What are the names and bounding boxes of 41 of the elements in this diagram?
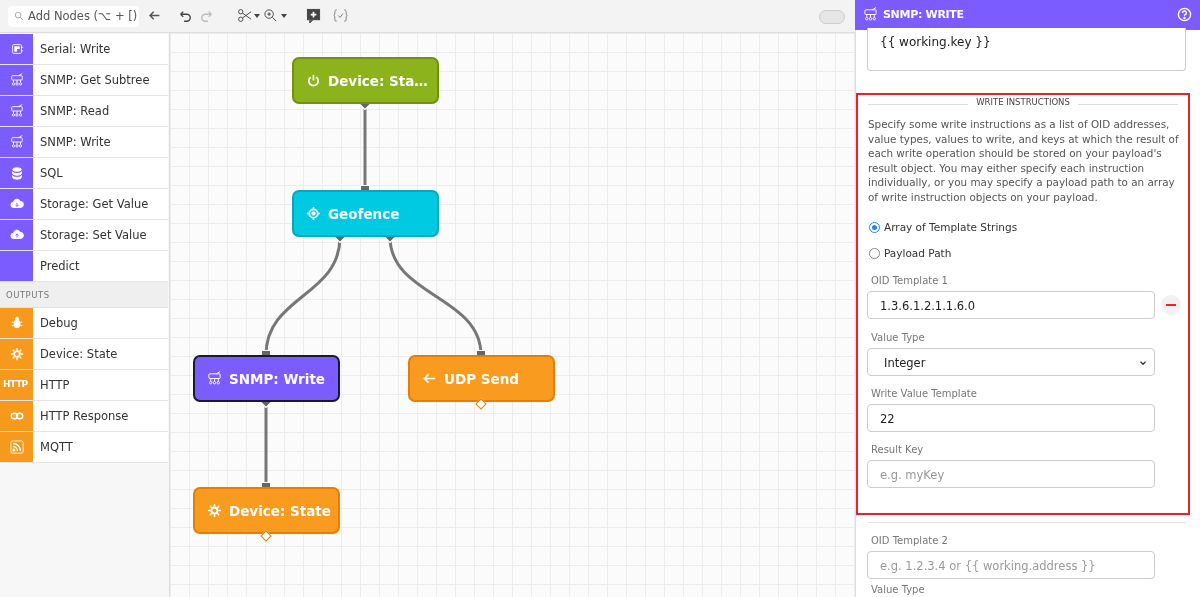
input-field: 1.3.6.1.2.1.1.6.0 bbox=[867, 291, 1155, 319]
item-label: Predict bbox=[40, 259, 80, 273]
field-label: Write Value Template bbox=[871, 388, 977, 399]
input-field: e.g. myKey bbox=[867, 460, 1155, 488]
description-text: Specify some write instructions as a list of OID addresses, value types, values to write, and keys at which the result of each write operation should be stored on your payload's result object. You may either specify each instruction individually, or you may specify a payload path to an array of write instruction objects on your payload. bbox=[868, 117, 1180, 205]
http-icon: HTTP bbox=[3, 379, 28, 389]
option-label: Array of Template Strings bbox=[884, 221, 1018, 233]
node-title: Device: State bbox=[229, 503, 331, 519]
field-label: OID Template 1 bbox=[871, 275, 948, 286]
field-label: OID Template 2 bbox=[871, 535, 948, 546]
process-node bbox=[292, 57, 439, 104]
item-label: Storage: Set Value bbox=[40, 228, 147, 242]
node-title: SNMP: Write bbox=[229, 371, 325, 387]
field-label: Result Key bbox=[871, 444, 924, 455]
field-label: Value Type bbox=[871, 332, 925, 343]
item-label: MQTT bbox=[40, 440, 73, 454]
field-label: Value Type bbox=[871, 584, 925, 595]
item-label: Storage: Get Value bbox=[40, 197, 149, 211]
option-label: Payload Path bbox=[884, 247, 952, 259]
item-label: Debug bbox=[40, 316, 78, 330]
item-label: HTTP bbox=[40, 378, 70, 392]
text-area: {{ working.key }} bbox=[867, 28, 1186, 71]
input-field: e.g. 1.2.3.4 or {{ working.address }} bbox=[867, 551, 1155, 579]
process-node bbox=[292, 190, 439, 237]
select-field: Integer bbox=[867, 348, 1155, 376]
item-label: SQL bbox=[40, 166, 63, 180]
item-label: HTTP Response bbox=[40, 409, 129, 423]
node-title: UDP Send bbox=[444, 371, 519, 387]
process-node bbox=[193, 355, 340, 402]
item-label: SNMP: Write bbox=[40, 135, 111, 149]
search-field: Add Nodes (⌥ + [) bbox=[8, 6, 139, 27]
item-label: Serial: Write bbox=[40, 42, 111, 56]
item-label: SNMP: Read bbox=[40, 104, 110, 118]
item-label: SNMP: Get Subtree bbox=[40, 73, 150, 87]
input-field: 22 bbox=[867, 404, 1155, 432]
item-label: Device: State bbox=[40, 347, 118, 361]
section-heading: WRITE INSTRUCTIONS bbox=[968, 97, 1078, 107]
node-title: Geofence bbox=[328, 206, 400, 222]
panel-title: SNMP: WRITE bbox=[883, 8, 964, 21]
section-heading: OUTPUTS bbox=[6, 290, 50, 300]
node-title: Device: Sta… bbox=[328, 73, 428, 89]
